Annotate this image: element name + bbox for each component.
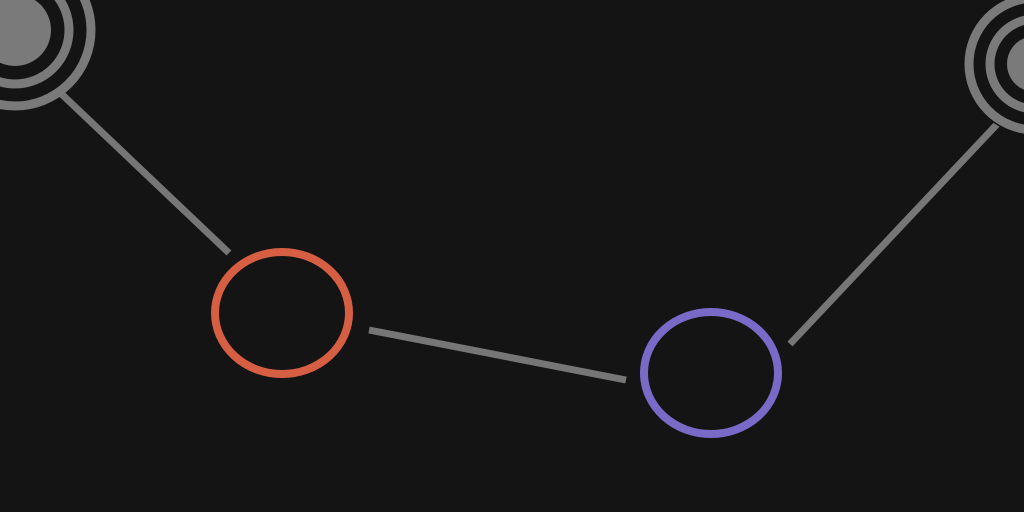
- terminal-node-right[interactable]: [963, 0, 1024, 136]
- node-orange[interactable]: [211, 248, 353, 378]
- node-purple[interactable]: [640, 308, 782, 438]
- node-ring: [211, 248, 353, 378]
- edge-purple-to-right: [787, 117, 1004, 347]
- concentric-circle-icon: [963, 0, 1024, 136]
- edge-orange-to-purple: [368, 326, 627, 384]
- edges-layer: [48, 81, 1004, 384]
- terminal-node-left[interactable]: [0, 0, 96, 111]
- concentric-circle-icon: [0, 0, 96, 111]
- node-ring: [640, 308, 782, 438]
- edge-left-to-orange: [48, 81, 232, 256]
